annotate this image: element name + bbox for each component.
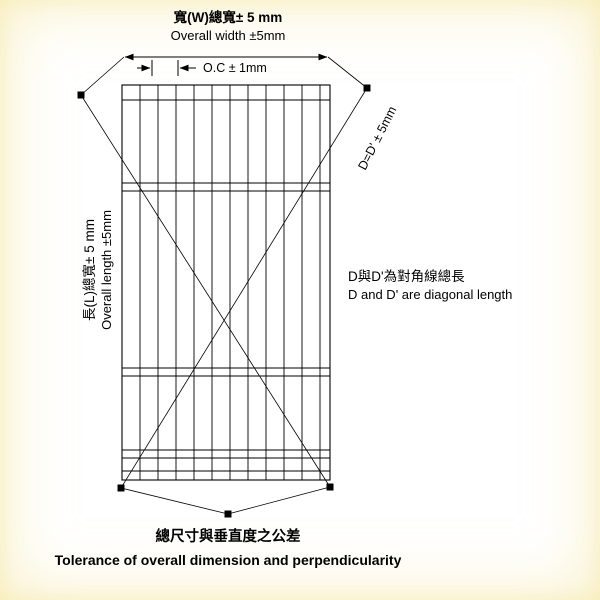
marker-top-right — [363, 84, 371, 92]
tolerance-label-en: Tolerance of overall dimension and perpe… — [55, 552, 402, 568]
marker-top-left — [77, 91, 85, 99]
diagonal-lines — [80, 56, 368, 515]
diagonal-d — [80, 94, 331, 488]
mesh-cross-bars — [122, 99, 330, 472]
diagonal-dim-label: D=D' ± 5mm — [355, 104, 399, 172]
marker-bottom-center — [224, 510, 232, 518]
v-line-right — [227, 486, 331, 515]
oc-dimension — [137, 60, 196, 76]
oc-label: O.C ± 1mm — [203, 61, 267, 75]
width-label-en: Overall width ±5mm — [171, 28, 286, 43]
extension-right — [327, 56, 368, 89]
mesh-vertical-bars — [139, 85, 321, 480]
diagonal-d-prime — [120, 87, 368, 489]
mesh-frame — [121, 84, 331, 481]
diagonal-note-zh: D與D'為對角線總長 — [348, 268, 465, 284]
tolerance-label-zh: 總尺寸與垂直度之公差 — [156, 527, 301, 545]
diagonal-note-en: D and D' are diagonal length — [348, 287, 512, 302]
marker-bottom-left — [117, 484, 125, 492]
corner-markers — [77, 84, 371, 518]
length-label-zh: 長(L)總寬± 5 mm — [81, 219, 97, 321]
marker-bottom-right — [326, 483, 334, 491]
width-label-zh: 寬(W)總寬± 5 mm — [173, 9, 283, 25]
mesh-panel — [121, 84, 331, 481]
length-label-en: Overall length ±5mm — [99, 210, 114, 330]
v-line-left — [120, 487, 229, 515]
extension-left — [80, 56, 125, 96]
